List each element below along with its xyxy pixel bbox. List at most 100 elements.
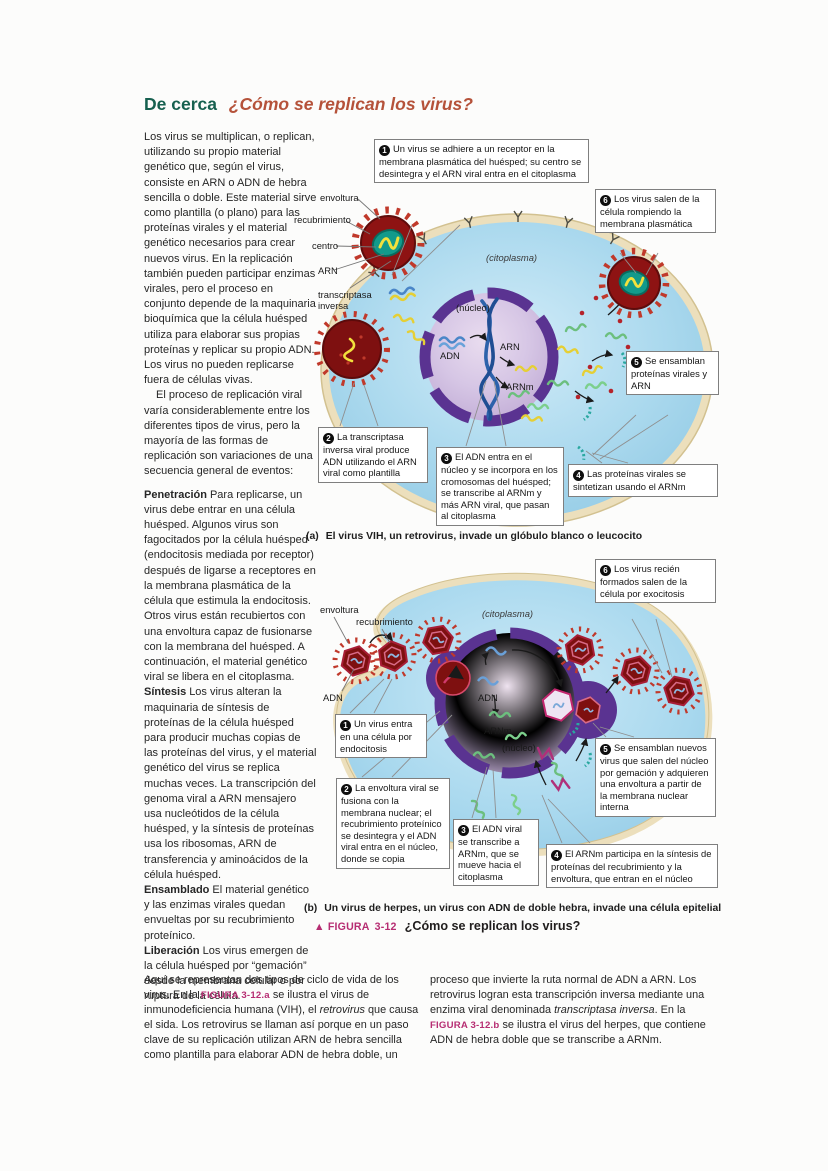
step-text: El material genético y las enzimas viral… <box>144 883 310 942</box>
caption-a: (a) El virus VIH, un retrovirus, invade u… <box>306 531 642 542</box>
step-text: Los virus emergen de la célula huésped p… <box>144 944 309 1003</box>
step-number-badge: 4 <box>573 470 584 481</box>
figure-b-panel: envoltura recubrimiento ADN (citoplasma)… <box>290 553 726 925</box>
callout-text: Las proteínas virales se sintetizan usan… <box>573 468 687 492</box>
nucleus-molecules-b <box>472 646 575 761</box>
intro-paragraph-2: El proceso de replicación viral varía co… <box>144 389 313 478</box>
label-nucleo-b: (núcleo) <box>502 742 536 753</box>
nucleus-a <box>419 287 559 427</box>
page-title-prefix: De cerca <box>144 94 217 114</box>
label-citoplasma-b: (citoplasma) <box>482 608 534 619</box>
callout-leaders-a <box>339 224 669 464</box>
chromosome-icon <box>479 297 500 421</box>
callout-text: Se ensamblan proteínas virales y ARN <box>631 355 708 391</box>
label-arnm-b: ARNm <box>484 725 512 736</box>
figure-a-panel: envoltura recubrimiento centro ARN trans… <box>290 135 726 555</box>
caption-a-tag: (a) <box>306 531 319 542</box>
virus-exiting-cell-icon <box>598 247 670 319</box>
virus-entering-cell-icon <box>314 311 390 387</box>
step-text: Para replicarse, un virus debe entrar en… <box>144 488 316 684</box>
nucleus-b <box>426 627 617 779</box>
footer-right-paragraph: proceso que invierte la ruta normal de A… <box>430 974 706 1046</box>
callout-text: Se ensamblan nuevos virus que salen del … <box>600 742 709 813</box>
callout-text: El ADN viral se transcribe a ARNm, que s… <box>458 823 523 882</box>
step-number-badge: 5 <box>631 357 642 368</box>
step-number-badge: 3 <box>458 825 469 836</box>
step-number-badge: 4 <box>551 850 562 861</box>
callout-leaders-b <box>349 618 673 844</box>
caption-a-text: El virus VIH, un retrovirus, invade un g… <box>325 531 643 542</box>
step-term: Penetración <box>144 488 207 501</box>
label-leader-lines-b <box>333 616 391 692</box>
label-centro-a: centro <box>312 240 339 251</box>
label-leader-lines-a <box>333 198 392 289</box>
step-number-badge: 6 <box>600 565 611 576</box>
step-number-badge: 3 <box>441 453 452 464</box>
step-term: Ensamblado <box>144 883 210 896</box>
label-citoplasma-a: (citoplasma) <box>486 252 538 263</box>
figure-marker: ▲ FIGURA <box>314 921 370 933</box>
virus-exit-sequence-icons <box>556 626 706 718</box>
callout-text: Los virus recién formados salen de la cé… <box>600 563 688 599</box>
nucleus-molecules-a <box>438 332 550 412</box>
label-adn-a: ADN <box>440 350 460 361</box>
label-transcriptasa-a: transcriptasa inversa <box>318 289 372 311</box>
step-term: Liberación <box>144 944 200 957</box>
callout-text: Un virus entra en una célula por endocit… <box>340 718 413 754</box>
caption-b-tag: (b) <box>304 903 318 914</box>
callout-text: La envoltura viral se fusiona con la mem… <box>341 782 442 864</box>
label-nucleo-a: (núcleo) <box>456 302 490 313</box>
step-number-badge: 1 <box>340 720 351 731</box>
callout-text: La transcriptasa inversa viral produce A… <box>323 431 417 479</box>
step-number-badge: 1 <box>379 145 390 156</box>
label-arn2-a: ARN <box>500 341 520 352</box>
step-text: Los virus alteran la maquinaria de sínte… <box>144 686 317 881</box>
step-number-badge: 5 <box>600 744 611 755</box>
label-envoltura-a: envoltura <box>320 192 359 203</box>
caption-b-text: Un virus de herpes, un virus con ADN de … <box>324 903 722 914</box>
virus-entry-sequence-icons <box>331 613 465 686</box>
step-number-badge: 2 <box>323 433 334 444</box>
intro-text-column: Los virus se multiplican, o replican, ut… <box>144 130 317 1005</box>
cytoplasm-molecules-b <box>434 721 595 820</box>
callout-text: Un virus se adhiere a un receptor en la … <box>379 143 582 179</box>
caption-b: (b) Un virus de herpes, un virus con ADN … <box>304 903 721 914</box>
label-adn-b: ADN <box>478 692 498 703</box>
page-title-question: ¿Cómo se replican los virus? <box>228 94 473 114</box>
intro-paragraph-1: Los virus se multiplican, o replican, ut… <box>144 131 317 387</box>
label-recubrimiento-b: recubrimiento <box>356 616 413 627</box>
figure-caption: ▲ FIGURA 3-12 ¿Cómo se replican los virus? <box>314 919 580 933</box>
step-term: Síntesis <box>144 686 187 699</box>
label-adn-outer-b: ADN <box>323 692 343 703</box>
footer-left-paragraph: Aquí se representan dos tipos de ciclo d… <box>144 974 419 1061</box>
page-title: De cerca ¿Cómo se replican los virus? <box>144 94 473 115</box>
label-envoltura-b: envoltura <box>320 604 359 615</box>
step-number-badge: 2 <box>341 784 352 795</box>
callout-text: El ADN entra en el núcleo y se incorpora… <box>441 451 558 522</box>
callout-text: El ARNm participa en la síntesis de prot… <box>551 848 712 884</box>
label-recubrimiento-a: recubrimiento <box>294 214 351 225</box>
label-arn-a: ARN <box>318 265 338 276</box>
hiv-virus-structure-icon <box>351 206 425 280</box>
label-arnm-a: ARNm <box>506 381 534 392</box>
figure-number: 3-12 <box>374 921 397 933</box>
callout-text: Los virus salen de la célula rompiendo l… <box>600 193 700 229</box>
figure-title: ¿Cómo se replican los virus? <box>404 919 581 933</box>
